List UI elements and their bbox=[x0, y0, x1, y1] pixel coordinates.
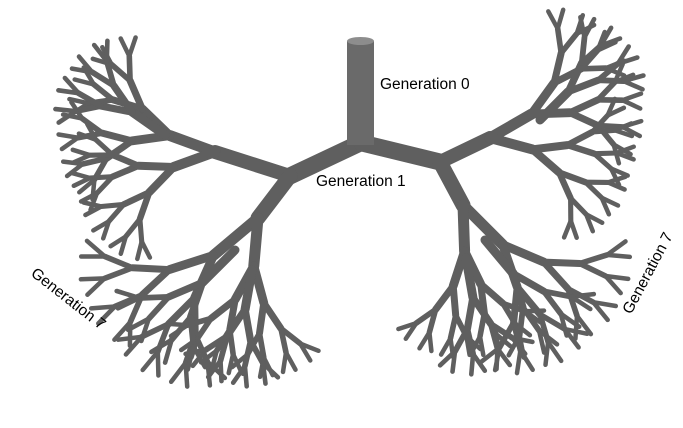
branch-generation-7 bbox=[420, 332, 430, 348]
branch-generation-5 bbox=[142, 270, 169, 295]
branch-generation-2 bbox=[258, 176, 290, 218]
branch-generation-5 bbox=[113, 155, 139, 166]
branch-generation-6 bbox=[451, 315, 456, 338]
branch-generation-7 bbox=[607, 255, 630, 257]
branch-generation-6 bbox=[592, 130, 615, 132]
branch-generation-6 bbox=[129, 56, 130, 81]
branch-generation-7 bbox=[158, 352, 159, 376]
branch-generation-7 bbox=[171, 363, 185, 382]
branch-generation-7 bbox=[73, 150, 90, 155]
branch-generation-5 bbox=[260, 303, 264, 333]
branch-generation-7 bbox=[87, 241, 105, 257]
branch-generation-6 bbox=[580, 264, 606, 277]
branch-generation-2 bbox=[215, 152, 290, 176]
branch-generation-3 bbox=[254, 218, 258, 266]
branch-generation-7 bbox=[441, 338, 450, 354]
branch-generation-3 bbox=[490, 114, 532, 138]
branch-generation-4 bbox=[533, 149, 560, 172]
branch-generation-7 bbox=[564, 221, 571, 238]
branch-generation-5 bbox=[467, 297, 473, 329]
trachea-top-cap bbox=[347, 37, 374, 45]
branch-generation-7 bbox=[55, 109, 75, 111]
branch-generation-7 bbox=[81, 278, 105, 279]
label-generation-1: Generation 1 bbox=[316, 173, 406, 190]
label-generation-7-left: Generation 7 bbox=[28, 265, 109, 334]
branch-generation-7 bbox=[229, 354, 233, 373]
branch-generation-6 bbox=[90, 177, 113, 178]
branch-generation-6 bbox=[191, 317, 194, 346]
branch-generation-6 bbox=[105, 257, 132, 268]
branch-generation-6 bbox=[581, 68, 606, 69]
branch-generation-7 bbox=[283, 352, 286, 372]
trachea-generation-0 bbox=[347, 37, 374, 145]
branch-generation-5 bbox=[132, 268, 169, 270]
branch-generation-7 bbox=[107, 41, 108, 61]
branch-generation-6 bbox=[520, 308, 523, 336]
branch-generation-7 bbox=[497, 349, 498, 370]
branch-generation-6 bbox=[245, 341, 251, 366]
branch-generation-2 bbox=[440, 138, 490, 162]
branch-generation-5 bbox=[102, 133, 132, 141]
branch-generation-7 bbox=[471, 354, 473, 374]
branch-generation-7 bbox=[517, 351, 520, 374]
branch-generation-7 bbox=[129, 38, 135, 57]
branch-generation-5 bbox=[436, 286, 454, 310]
branch-generation-7 bbox=[624, 81, 643, 89]
branch-generation-4 bbox=[139, 166, 174, 167]
branch-generation-1 bbox=[362, 143, 440, 162]
branch-generation-7 bbox=[263, 363, 266, 383]
branch-generation-6 bbox=[139, 297, 168, 298]
branch-generation-7 bbox=[137, 241, 141, 259]
branch-generation-6 bbox=[105, 268, 133, 279]
branch-generation-7 bbox=[607, 241, 626, 255]
branch-generation-6 bbox=[561, 34, 576, 53]
branch-generation-5 bbox=[570, 113, 598, 126]
branch-generation-7 bbox=[143, 352, 158, 370]
branch-generation-5 bbox=[570, 100, 598, 113]
branch-generation-6 bbox=[598, 80, 624, 81]
branch-generation-3 bbox=[463, 205, 465, 251]
branch-generation-7 bbox=[73, 173, 90, 178]
branch-generation-7 bbox=[59, 135, 78, 138]
branch-generation-2 bbox=[440, 162, 463, 205]
branch-generation-5 bbox=[567, 145, 594, 154]
label-generation-7-right: Generation 7 bbox=[620, 230, 677, 317]
branch-generation-6 bbox=[101, 204, 123, 206]
branch-generation-3 bbox=[174, 152, 215, 167]
label-generation-0: Generation 0 bbox=[380, 76, 470, 93]
branch-generation-6 bbox=[580, 255, 607, 264]
trachea-body bbox=[347, 41, 374, 145]
branch-generation-3 bbox=[490, 138, 533, 149]
branch-generation-7 bbox=[558, 10, 564, 29]
branch-generation-1 bbox=[290, 143, 360, 176]
branch-generation-6 bbox=[126, 219, 140, 237]
